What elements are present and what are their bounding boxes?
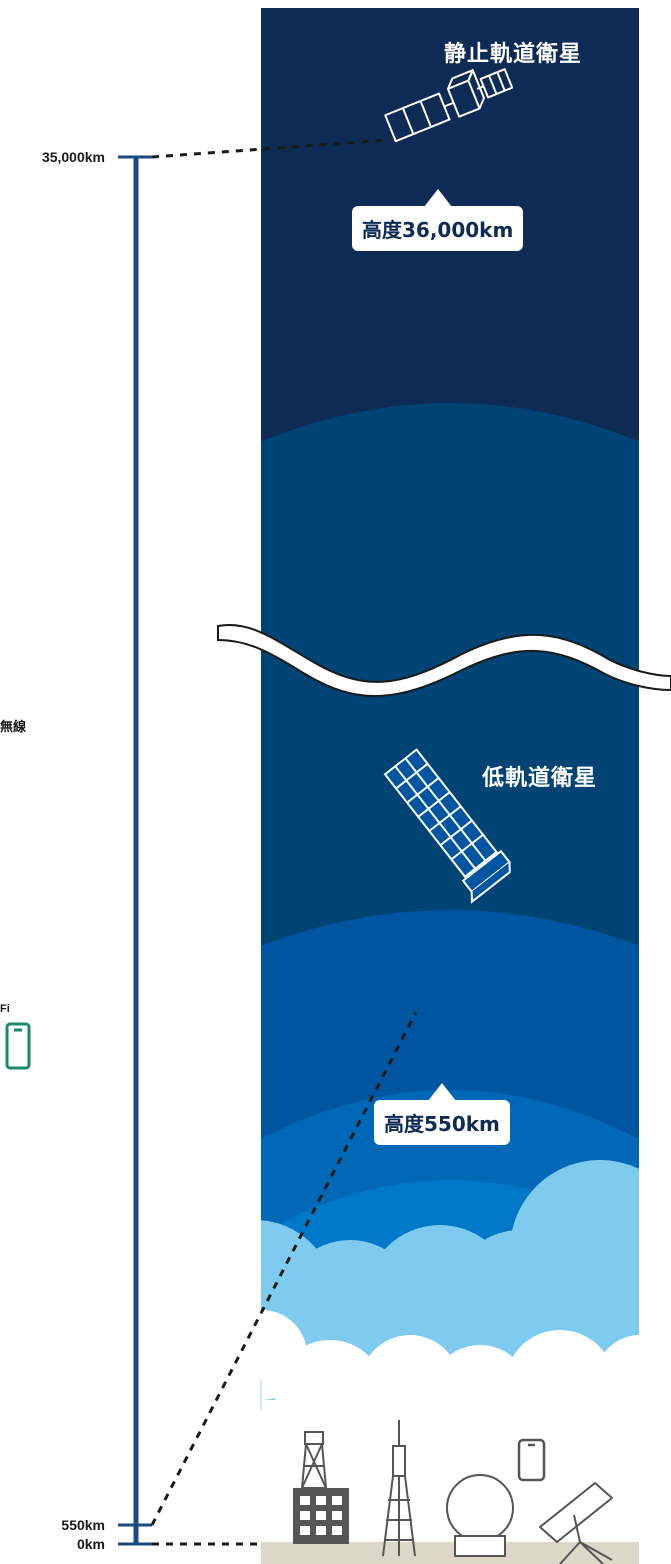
leo-altitude-callout: 高度550km (374, 1083, 510, 1145)
altitude-tick-550: 550km (61, 1517, 105, 1533)
radar-dome-icon (446, 1474, 514, 1557)
leo-satellite-icon (383, 748, 511, 904)
wifi-device-icon (5, 1022, 31, 1070)
ground (261, 1542, 639, 1564)
wireless-label: 無線 (0, 719, 27, 734)
geo-satellite-label: 静止軌道衛星 (444, 42, 583, 67)
building-with-tower-icon (293, 1431, 349, 1544)
cloud-layer-white (261, 1310, 639, 1564)
smartphone-icon (517, 1438, 546, 1482)
geo-altitude-callout: 高度36,000km (352, 189, 524, 251)
sky-column (261, 8, 639, 1564)
leo-connector-line (150, 1011, 418, 1526)
scale-break-wave (217, 623, 671, 697)
radio-tower-icon (382, 1420, 416, 1557)
satellite-dish-terminal-icon (539, 1482, 613, 1564)
altitude-axis (118, 155, 152, 1546)
leo-satellite-label: 低軌道衛星 (482, 766, 598, 791)
altitude-tick-0: 0km (76, 1536, 105, 1552)
geo-satellite-icon (384, 68, 514, 143)
wifi-label: Fi (0, 1003, 10, 1015)
geo-connector-line (151, 138, 389, 159)
altitude-tick-35000: 35,000km (41, 149, 105, 165)
